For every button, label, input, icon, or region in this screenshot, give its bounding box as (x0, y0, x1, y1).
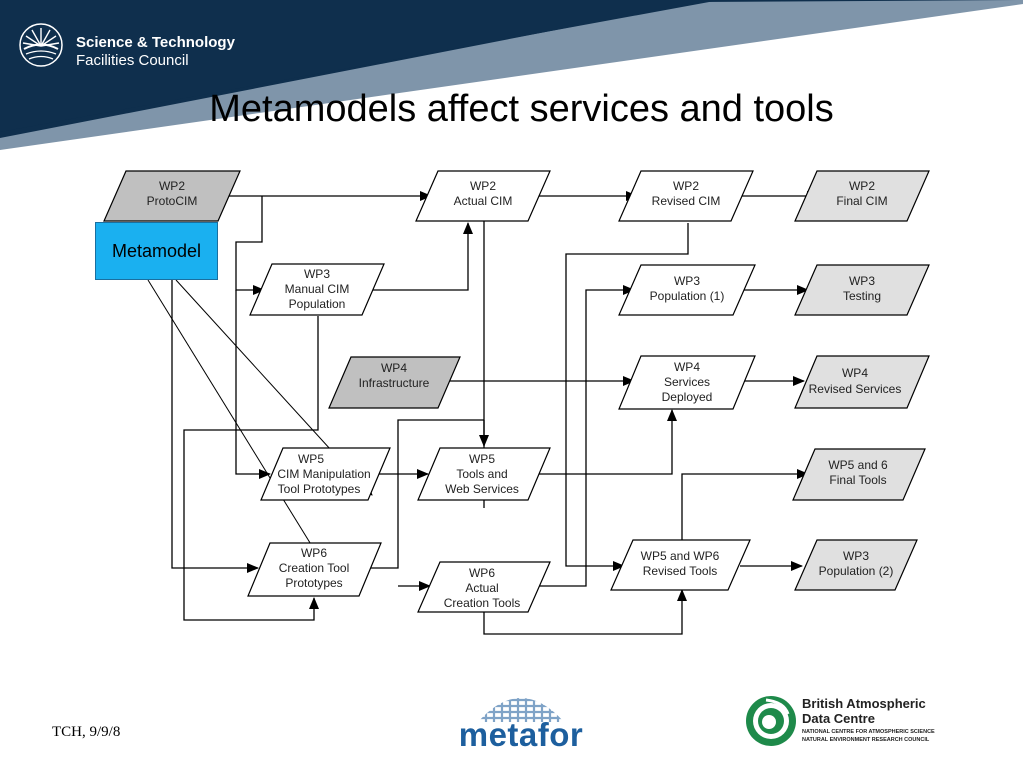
node-line: CIM Manipulation (277, 467, 370, 481)
metamodel-box: Metamodel (95, 222, 218, 280)
node-line: Creation Tools (444, 596, 521, 610)
sunburst-icon (19, 23, 63, 67)
metafor-logo: metafor (446, 682, 596, 754)
badc-name-line1: British Atmospheric (802, 696, 926, 711)
badc-subtitle-line2: NATURAL ENVIRONMENT RESEARCH COUNCIL (802, 737, 930, 743)
metamodel-lines (147, 279, 373, 586)
connectors (171, 191, 819, 635)
metafor-wordmark: metafor (458, 716, 584, 753)
edge-revisedcim-pop1 (565, 223, 689, 571)
node-wp3-population-1: WP3 Population (1) (618, 264, 756, 316)
node-wp6-actual-creation-tools: WP6 Actual Creation Tools (417, 561, 551, 613)
globe-grid-icon (478, 698, 564, 722)
node-line: WP6 (301, 546, 327, 560)
node-line: WP5 (298, 452, 324, 466)
node-wp3-population-2: WP3 Population (2) (794, 539, 918, 591)
node-line: WP5 (469, 452, 495, 466)
header-band (0, 0, 1023, 150)
node-line: Prototypes (285, 576, 342, 590)
node-line: WP3 (674, 274, 700, 288)
node-line: Revised Tools (643, 564, 717, 578)
node-line: WP2 (673, 179, 699, 193)
node-wp6-creation-tool-prototypes: WP6 Creation Tool Prototypes (247, 542, 382, 597)
node-wp3-testing: WP3 Testing (794, 264, 930, 316)
node-wp2-protocim: WP2 ProtoCIM (103, 170, 241, 222)
node-line: WP3 (843, 549, 869, 563)
node-line: WP5 and 6 (828, 458, 888, 472)
node-line: Testing (843, 289, 881, 303)
edge-protocim-manual (235, 196, 265, 295)
node-line: Population (1) (650, 289, 725, 303)
node-line: WP2 (470, 179, 496, 193)
badc-subtitle-line1: NATIONAL CENTRE FOR ATMOSPHERIC SCIENCE (802, 729, 935, 735)
node-line: WP3 (304, 267, 330, 281)
node-line: ProtoCIM (147, 194, 198, 208)
edge-toolsweb-services (535, 409, 677, 475)
node-wp4-infrastructure: WP4 Infrastructure (328, 356, 461, 409)
org-name-line2: Facilities Council (76, 52, 189, 69)
node-line: Tool Prototypes (278, 482, 361, 496)
node-line: Revised CIM (652, 194, 721, 208)
node-line: WP2 (159, 179, 185, 193)
slide-title: Metamodels affect services and tools (209, 88, 834, 130)
badc-swirl-icon (746, 696, 796, 746)
edge-creation-actualcreation (370, 419, 484, 569)
edge-manual-creation (183, 316, 319, 621)
node-line: Infrastructure (359, 376, 430, 390)
node-line: WP4 (842, 366, 868, 380)
node-line: WP2 (849, 179, 875, 193)
node-line: Services (664, 375, 710, 389)
metamodel-line-creation (147, 279, 337, 586)
node-line: WP4 (381, 361, 407, 375)
node-line: WP6 (469, 566, 495, 580)
node-wp4-revised-services: WP4 Revised Services (794, 355, 930, 409)
node-line: Final Tools (829, 473, 886, 487)
node-line: Revised Services (809, 382, 902, 396)
node-line: Web Services (445, 482, 519, 496)
badc-logo: British Atmospheric Data Centre NATIONAL… (744, 692, 984, 752)
node-wp3-manual-cim-population: WP3 Manual CIM Population (249, 263, 385, 316)
node-wp5-tools-web-services: WP5 Tools and Web Services (417, 447, 551, 501)
node-line: WP3 (849, 274, 875, 288)
node-wp56-revised-tools: WP5 and WP6 Revised Tools (610, 539, 751, 591)
badc-name-line2: Data Centre (802, 711, 875, 726)
node-wp2-final-cim: WP2 Final CIM (794, 170, 930, 222)
edge-actualcreation-revisedtools-2 (483, 589, 687, 635)
node-wp56-final-tools: WP5 and 6 Final Tools (792, 448, 926, 501)
node-wp2-revised-cim: WP2 Revised CIM (618, 170, 754, 222)
edge-protocim-cimmanip (235, 290, 271, 479)
edge-actualcreation-revisedtools (535, 285, 635, 587)
edge-manual-actualcim (370, 222, 473, 291)
node-line: Actual (465, 581, 498, 595)
org-name-line1: Science & Technology (76, 34, 235, 51)
node-wp4-services-deployed: WP4 Services Deployed (618, 355, 756, 410)
node-line: WP4 (674, 360, 700, 374)
footer-credit: TCH, 9/9/8 (52, 724, 121, 740)
node-line: Population (289, 297, 346, 311)
node-line: Tools and (456, 467, 507, 481)
node-line: Population (2) (819, 564, 894, 578)
node-line: Final CIM (836, 194, 887, 208)
node-line: Manual CIM (285, 282, 350, 296)
node-line: Actual CIM (454, 194, 513, 208)
edge-revisedtools-finaltools (681, 469, 809, 542)
stfc-logo: Science & Technology Facilities Council (18, 22, 248, 72)
node-wp2-actual-cim: WP2 Actual CIM (415, 170, 551, 222)
node-wp5-cim-manipulation: WP5 CIM Manipulation Tool Prototypes (260, 447, 391, 501)
edge-protocim-creation (171, 222, 259, 573)
node-line: Deployed (662, 390, 713, 404)
node-line: Creation Tool (279, 561, 350, 575)
node-line: WP5 and WP6 (641, 549, 720, 563)
